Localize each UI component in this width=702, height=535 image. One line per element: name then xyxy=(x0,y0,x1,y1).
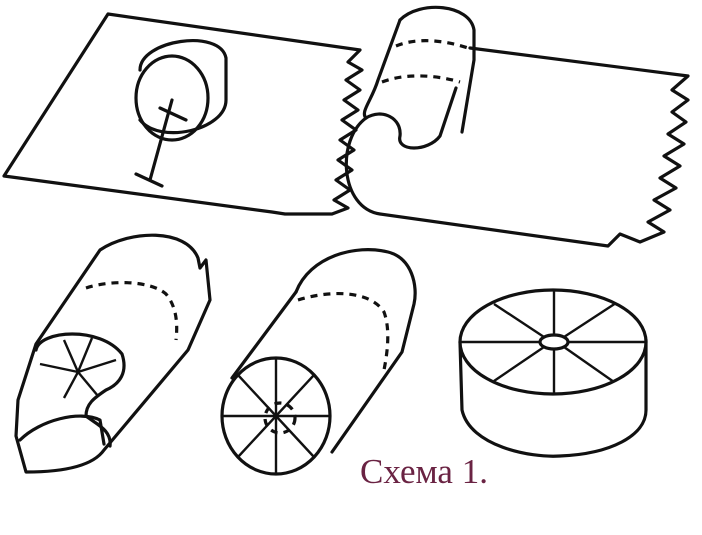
tube-4-spoke-6 xyxy=(275,415,315,458)
roll-hidden-2 xyxy=(381,74,461,84)
sheet-2-outline xyxy=(344,46,690,248)
disc-side xyxy=(458,338,648,458)
cylinder-1-end xyxy=(134,54,210,142)
tube-3-end-outer xyxy=(34,332,126,448)
tube-4-body xyxy=(294,248,417,454)
tube-4-spoke-7 xyxy=(275,374,315,417)
step-2-rolling-sheet xyxy=(344,5,690,248)
mark-top xyxy=(158,106,188,122)
tube-4-hidden xyxy=(297,291,390,371)
diagram-caption: Схема 1. xyxy=(360,452,488,491)
tube-3-spoke-1 xyxy=(62,339,80,373)
disc-spoke-nw xyxy=(493,302,545,339)
step-4-segmented-tube xyxy=(220,248,417,476)
tube-3-lower-flap xyxy=(18,414,106,446)
tube-4-spoke-5 xyxy=(237,374,277,417)
roll-hidden-1 xyxy=(395,39,469,50)
mark-bottom xyxy=(134,172,164,188)
step-3-rolled-tube xyxy=(14,233,212,474)
disc-spoke-ne xyxy=(563,301,617,339)
roll-front xyxy=(362,18,402,120)
tube-3-body xyxy=(14,233,212,474)
tube-3-spoke-5 xyxy=(62,371,80,399)
step-1-flat-sheet xyxy=(2,12,364,216)
tube-3-hidden xyxy=(85,281,179,341)
sheet-1-outline xyxy=(2,12,364,216)
roll-outer xyxy=(398,5,476,134)
sheet-1-cylinder xyxy=(138,39,228,135)
tube-3-spoke-6 xyxy=(77,371,99,397)
tube-4-spoke-8 xyxy=(237,415,277,458)
disc-spoke-sw xyxy=(493,346,545,382)
tube-3-spoke-4 xyxy=(39,362,79,374)
tube-3-spoke-3 xyxy=(77,358,117,374)
tube-4-center xyxy=(263,401,297,435)
step-5-disc xyxy=(458,288,648,458)
roll-inner xyxy=(364,86,458,150)
disc-spoke-se xyxy=(563,346,615,383)
tube-3-spoke-2 xyxy=(76,337,94,373)
tube-4-left-side xyxy=(230,290,298,380)
